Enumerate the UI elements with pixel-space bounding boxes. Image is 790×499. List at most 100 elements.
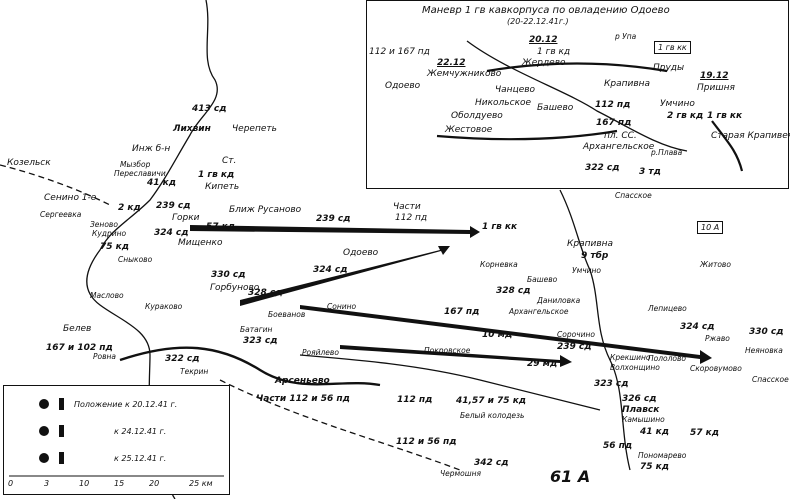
scale-2: 10: [79, 479, 90, 488]
road-1: [0, 164, 111, 206]
inset-arrow-1: [486, 62, 668, 73]
lbl-kurakovo: Кураково: [145, 302, 183, 311]
lbl-sd413: 413 сд: [192, 104, 227, 114]
inset-r-upa: р Упа: [615, 32, 637, 41]
lbl-pd167-102: 167 и 102 пд: [46, 343, 113, 353]
lbl-sd239: 239 сд: [156, 201, 191, 211]
inset-title: Маневр 1 гв кавкорпуса по овладению Одое…: [422, 5, 670, 16]
arrow-4: [340, 345, 572, 367]
lbl-spasskoe: Спасское: [615, 191, 652, 200]
lbl-volkhonshchino: Волхонщино: [610, 363, 660, 372]
lbl-boevanovo: Боеванов: [268, 310, 306, 319]
lbl-sd328b: 328 сд: [248, 288, 283, 298]
lbl-pd41-57: 41,57 и 75 кд: [456, 396, 527, 406]
lbl-cherepet: Черепеть: [232, 124, 277, 134]
legend-symbols: [9, 398, 224, 477]
scale-1: 3: [44, 479, 50, 488]
lbl-kd75: 75 кд: [100, 242, 130, 252]
lbl-sd323: 323 сд: [243, 336, 278, 346]
arrow-2: [240, 246, 450, 306]
lbl-likhvin: Лихвин: [173, 124, 211, 134]
lbl-kd75b: 75 кд: [640, 462, 670, 472]
lbl-leptitsevo: Лепицево: [648, 304, 687, 313]
lbl-chermoshnya: Чермошня: [440, 469, 482, 478]
inset-canvas: [436, 40, 744, 172]
lbl-gorbunovo: Горбуново: [210, 283, 260, 293]
inset-bashevo: Башево: [537, 103, 574, 113]
inset-staraya: Старая Крапивенка: [711, 131, 790, 141]
scale-0: 0: [8, 479, 14, 488]
lbl-sd323b: 323 сд: [594, 379, 629, 389]
inset-arrow-2: [436, 129, 618, 141]
inset-pl-ss: пл. СС.: [604, 131, 637, 141]
lbl-chasti-112: 112 пд: [395, 213, 428, 223]
lbl-inzh: Инж б-н: [132, 144, 171, 154]
lbl-kipet: Кипеть: [205, 182, 240, 192]
arrow-3: [300, 305, 712, 364]
lbl-sd324c: 324 сд: [680, 322, 715, 332]
lbl-krapivna: Крапивна: [567, 239, 614, 249]
inset-obolduevo: Оболдуево: [451, 111, 503, 121]
inset-gvkd2: 2 гв кд: [667, 111, 704, 121]
lbl-kd41: 41 кд: [147, 178, 177, 188]
inset-u112-167: 112 и 167 пд: [369, 47, 430, 57]
inset-umchino: Умчино: [660, 99, 695, 109]
lbl-belev: Белев: [63, 324, 92, 334]
lbl-sonino: Сонино: [327, 302, 357, 311]
inset-pruda: Пруды: [653, 63, 685, 73]
inset-r-plava: р.Плава: [651, 148, 683, 157]
lbl-zenovo: Зеново: [90, 220, 118, 229]
inset-box-1gvkk: 1 гв кк: [654, 41, 691, 54]
lbl-nelnovka: Неяновка: [745, 346, 783, 355]
inset-map: Маневр 1 гв кавкорпуса по овладению Одое…: [366, 0, 790, 189]
lbl-rovna: Ровна: [93, 352, 117, 361]
lbl-sorochino: Сорочино: [557, 330, 595, 339]
lbl-snykovo: Сныково: [118, 255, 153, 264]
lbl-sd324a: 324 сд: [154, 228, 189, 238]
lbl-myzbor: Мызбор: [120, 160, 151, 169]
lbl-gorki: Горки: [172, 213, 200, 223]
scale-4: 20: [149, 479, 160, 488]
lbl-sergeevka: Сергеевка: [40, 210, 82, 219]
lbl-md29: 29 мд: [527, 359, 558, 369]
lbl-pokrovskoe: Покровское: [424, 346, 471, 355]
lbl-ponomarevo: Пономарево: [638, 451, 687, 460]
lbl-krekshino: Крекшино: [610, 353, 651, 362]
lbl-tekrin: Текрин: [180, 367, 209, 376]
legend-row-3: к 25.12.41 г.: [114, 454, 167, 463]
inset-gvkk1: 1 гв кк: [707, 111, 743, 121]
front-line: [119, 346, 381, 387]
lbl-pd112-56: 112 и 56 пд: [396, 437, 457, 447]
arrow-1: [190, 225, 480, 238]
inset-krapivna: Крапивна: [604, 79, 651, 89]
lbl-plavsk: Плавск: [622, 405, 660, 415]
lbl-maslovo: Маслово: [90, 291, 124, 300]
lbl-zhitovo: Житово: [700, 260, 731, 269]
lbl-kozelsk: Козельск: [7, 158, 51, 168]
lbl-pd112: 112 пд: [397, 395, 433, 405]
inset-d2212: 22.12: [437, 58, 466, 68]
inset-dates: (20-22.12.41г.): [507, 17, 569, 26]
lbl-61a: 61 А: [550, 467, 591, 486]
lbl-chasti-112-56: Части 112 и 56 пд: [256, 394, 350, 404]
lbl-sd326: 326 сд: [622, 394, 657, 404]
inset-pd167: 167 пд: [596, 118, 632, 128]
lbl-pd56: 56 пд: [603, 441, 633, 451]
inset-gvkd1: 1 гв кд: [537, 47, 571, 57]
lbl-kd2: 2 кд: [118, 203, 141, 213]
inset-d1912: 19.12: [700, 71, 729, 81]
lbl-gvkk1: 1 гв кк: [482, 222, 518, 232]
lbl-arsenevo: Арсеньево: [275, 376, 330, 386]
inset-sd322: 322 сд: [585, 163, 620, 173]
inset-arkhangelskoe: Архангельское: [583, 142, 655, 152]
inset-zhemchuzhnikovo: Жемчужниково: [427, 69, 502, 79]
inset-nikolskoe: Никольское: [475, 98, 532, 108]
lbl-kamyshino: Камышино: [622, 415, 665, 424]
inset-prishnya: Пришня: [697, 83, 735, 93]
lbl-rzhavo: Ржаво: [705, 334, 730, 343]
inset-arrow-3: [711, 120, 744, 172]
lbl-odoevo: Одоево: [343, 248, 379, 258]
lbl-batagin: Батагин: [240, 325, 273, 334]
lbl-st: Ст.: [222, 156, 237, 166]
lbl-spasskoe2: Спасское: [752, 375, 789, 384]
